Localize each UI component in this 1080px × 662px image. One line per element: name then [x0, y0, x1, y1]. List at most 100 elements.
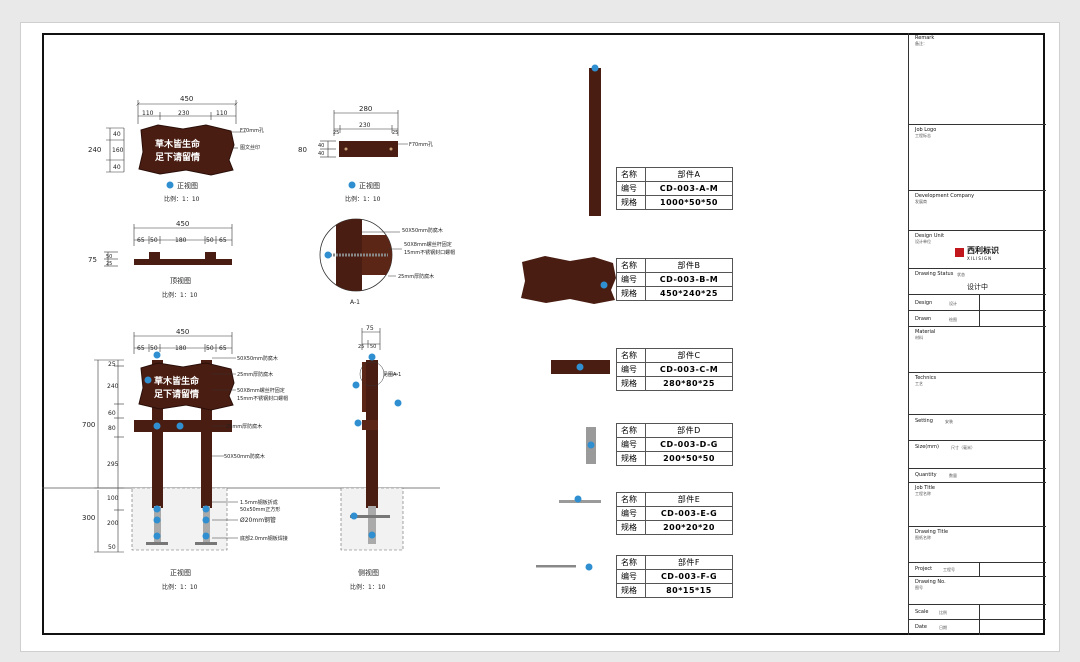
tb-quantity: Quantity 数量	[909, 469, 1046, 483]
tb-job-title: Job Title 工程名称	[909, 483, 1046, 527]
dim-text: 180	[175, 345, 187, 352]
tb-design-unit: Design Unit 设计单位 西利标识 XILISIGN	[909, 231, 1046, 269]
part-name: 部件C	[645, 348, 733, 363]
dim-text: 295	[107, 461, 119, 468]
dim-text: 230	[359, 122, 371, 129]
callout-text: 见图A-1	[383, 372, 401, 378]
spec-label: 规格	[616, 451, 646, 466]
tb-drawing-no: Drawing No. 图号	[909, 577, 1046, 605]
callout-text: F70mm孔	[409, 141, 433, 148]
callout-text: Ø20mm钢管	[240, 516, 276, 524]
dim-text: 65	[219, 237, 227, 244]
view-scale: 比例：1：10	[164, 195, 200, 203]
dim-text: 240	[88, 146, 101, 154]
dim-text: 50	[206, 237, 214, 244]
dim-text: 25	[106, 261, 112, 267]
side-top-view: 280 230 25 25 80 40 40 F70mm孔 正视图 比例：1：1…	[298, 105, 433, 203]
dim-text: 110	[142, 110, 154, 117]
sign-panel	[138, 124, 235, 176]
callout-text: 50X50mm防腐木	[237, 355, 278, 362]
part-code: CD-003-D-G	[645, 437, 733, 452]
part-name: 部件D	[645, 423, 733, 438]
view-title: 顶视图	[170, 276, 191, 285]
callout-text: 50x50mm正方形	[240, 506, 280, 513]
part-name: 部件E	[645, 492, 733, 507]
dim-text: 450	[180, 95, 193, 103]
dim-text: 110	[216, 110, 228, 117]
status-value: 设计中	[967, 283, 988, 291]
dim-text: 75	[88, 256, 97, 264]
dim-text: 50	[108, 544, 116, 551]
dim-text: 65	[219, 345, 227, 352]
name-label: 名称	[616, 423, 646, 438]
dim-text: 50	[206, 345, 214, 352]
tb-project: Project 工程号	[909, 563, 1046, 577]
callout-text: 50X8mm螺丝杆固定	[404, 241, 452, 248]
view-title: 正视图	[359, 181, 380, 190]
part-f-drawing	[536, 565, 576, 568]
callout-text: 25mm厚防腐木	[398, 273, 434, 280]
dim-text: 200	[107, 520, 119, 527]
code-label: 编号	[616, 437, 646, 452]
dim-text: 50	[106, 254, 112, 260]
part-name: 部件A	[645, 167, 733, 182]
code-label: 编号	[616, 181, 646, 196]
callout-text: 25mm厚防腐木	[237, 371, 273, 378]
part-name: 部件F	[645, 555, 733, 570]
dim-text: 25	[333, 130, 339, 136]
name-label: 名称	[616, 348, 646, 363]
dim-text: 40	[318, 143, 324, 149]
dim-text: 280	[359, 105, 372, 113]
sign-line-1: 草木皆生命	[154, 375, 200, 387]
spec-label: 规格	[616, 376, 646, 391]
dim-text: 450	[176, 220, 189, 228]
dim-text: 40	[113, 131, 121, 138]
part-spec: 200*50*50	[645, 451, 733, 466]
dim-text: 100	[107, 495, 119, 502]
detail-a1: 50X50mm防腐木 50X8mm螺丝杆固定 15mm不锈钢封口螺帽 25mm厚…	[319, 218, 455, 306]
tb-dev-company: Development Company 发展商	[909, 191, 1046, 231]
dim-text: 80	[298, 146, 307, 154]
front-top-view: 450 110 230 110 240 40 160 40 草木皆生命 足下请留…	[88, 95, 264, 203]
dim-text: 300	[82, 514, 95, 522]
view-title: 侧视图	[358, 568, 379, 577]
logo-en: XILISIGN	[967, 256, 993, 261]
callout-text: 50X50mm防腐木	[224, 453, 265, 460]
tb-material: Material 材料	[909, 327, 1046, 373]
main-side-view: 75 25 50 见图A-1 侧视图 比例：1：10	[340, 325, 404, 591]
front-markers	[144, 351, 210, 540]
tb-drawing-status: Drawing Status 状态 设计中	[909, 269, 1046, 295]
part-drawings	[521, 64, 616, 571]
tb-date: Date 日期	[909, 620, 1046, 635]
callout-text: F70mm孔	[240, 127, 264, 134]
sign-line-2: 足下请留情	[155, 151, 200, 163]
code-label: 编号	[616, 362, 646, 377]
part-code: CD-003-A-M	[645, 181, 733, 196]
tb-job-logo: Job Logo 工程标志	[909, 125, 1046, 191]
dim-text: 240	[107, 383, 119, 390]
part-spec: 80*15*15	[645, 583, 733, 598]
tb-technics: Technics 工艺	[909, 373, 1046, 415]
dim-text: 450	[176, 328, 189, 336]
dim-text: 50	[150, 237, 158, 244]
drawing-frame	[42, 33, 1045, 635]
spec-label: 规格	[616, 286, 646, 301]
dim-text: 25	[358, 344, 364, 350]
view-scale: 比例：1：10	[345, 195, 381, 203]
detail-label: A-1	[350, 299, 360, 306]
spec-label: 规格	[616, 520, 646, 535]
tb-drawn: Drawn 绘图	[909, 311, 1046, 327]
dim-text: 80	[108, 425, 116, 432]
dim-text: 25	[392, 130, 398, 136]
name-label: 名称	[616, 258, 646, 273]
spec-label: 规格	[616, 195, 646, 210]
view-title: 正视图	[177, 181, 198, 190]
sign-line-2: 足下请留情	[154, 388, 199, 400]
part-spec: 200*20*20	[645, 520, 733, 535]
part-spec: 1000*50*50	[645, 195, 733, 210]
dim-text: 60	[108, 410, 116, 417]
